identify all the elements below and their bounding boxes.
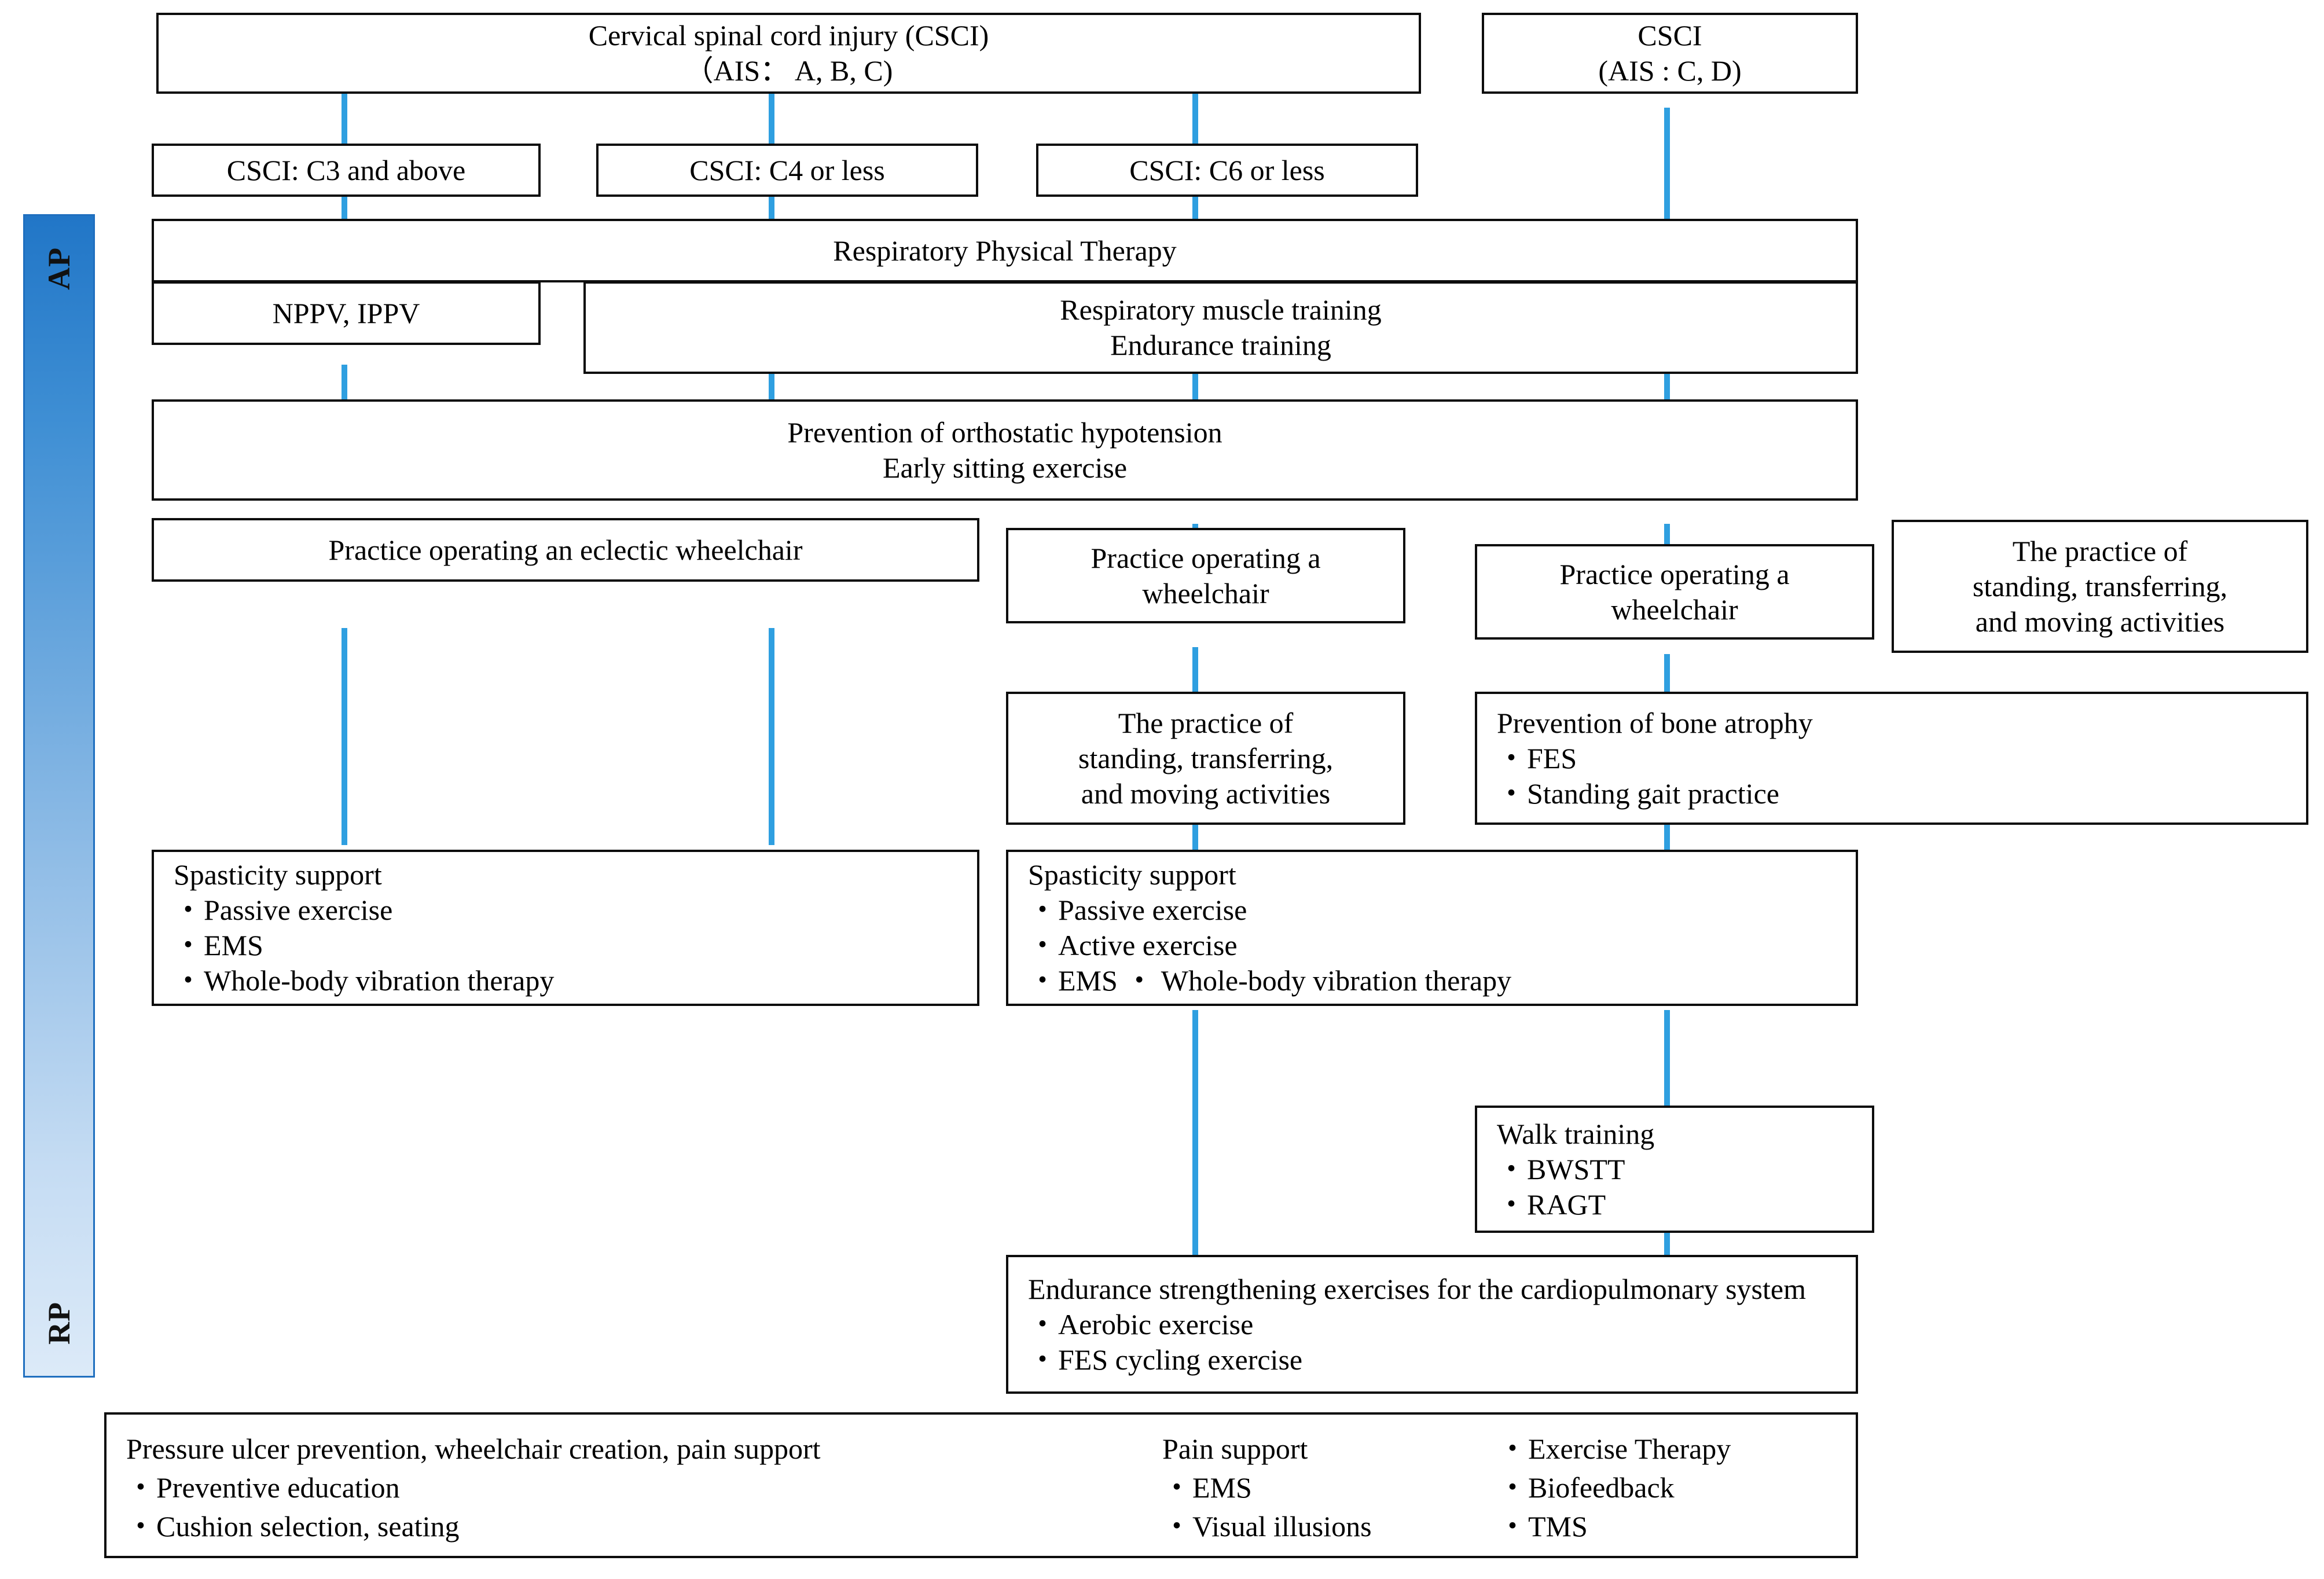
node-wc-mid-line2: wheelchair	[1142, 576, 1269, 609]
node-resp-muscle-line2: Endurance training	[1110, 329, 1331, 361]
node-wc-mid-line1: Practice operating a	[1091, 541, 1321, 574]
node-level-c4[interactable]: CSCI: C4 or less	[596, 144, 978, 197]
node-standing-far-right-line1: The practice of	[2012, 534, 2188, 567]
node-spasticity-support-right[interactable]: Spasticity support Passive exercise Acti…	[1006, 850, 1858, 1006]
connector-cd-to-resp	[1664, 108, 1670, 242]
node-walk-training[interactable]: Walk training BWSTT RAGT	[1475, 1106, 1874, 1233]
connector-c4-vertical	[769, 91, 774, 155]
node-resp-muscle-line1: Respiratory muscle training	[1060, 293, 1382, 326]
node-bone-atrophy-prevention[interactable]: Prevention of bone atrophy FES Standing …	[1475, 692, 2308, 825]
connector-cd-bone-to-spast	[1664, 819, 1670, 854]
phase-gradient-bar: AP RP	[23, 214, 95, 1378]
node-standing-transfer-far-right[interactable]: The practice of standing, transferring, …	[1892, 520, 2308, 653]
connector-c6-to-resp	[1192, 184, 1198, 242]
node-endurance-item-0: Aerobic exercise	[1028, 1307, 1253, 1342]
node-respiratory-muscle-training[interactable]: Respiratory muscle training Endurance tr…	[583, 281, 1858, 374]
bottom-col1-item-0: Preventive education	[126, 1468, 1162, 1507]
bottom-col3-item-2: TMS	[1498, 1507, 1845, 1546]
node-standing-mid-line3: and moving activities	[1081, 777, 1331, 810]
node-level-c6-label: CSCI: C6 or less	[1129, 153, 1325, 186]
bottom-col-pain-support: Pain support EMS Visual illusions	[1162, 1430, 1498, 1546]
connector-standing-to-spasticity	[1192, 819, 1198, 854]
connector-nppv-down	[342, 365, 347, 423]
phase-label-recovery: RP	[42, 1302, 76, 1345]
bottom-col2-item-0: EMS	[1162, 1468, 1498, 1507]
node-bone-atrophy-title: Prevention of bone atrophy	[1497, 706, 1813, 739]
bottom-col1-title: Pressure ulcer prevention, wheelchair cr…	[126, 1433, 821, 1465]
node-respiratory-physical-therapy[interactable]: Respiratory Physical Therapy	[152, 219, 1858, 282]
connector-cd-walk-to-endurance	[1664, 1224, 1670, 1262]
connector-cd-spast-to-walk	[1664, 1010, 1670, 1114]
node-bottom-support-panel[interactable]: Pressure ulcer prevention, wheelchair cr…	[104, 1412, 1858, 1558]
node-spasticity-right-title: Spasticity support	[1028, 858, 1236, 891]
node-level-c3-label: CSCI: C3 and above	[226, 153, 466, 186]
node-csci-cd-line2: (AIS : C, D)	[1598, 54, 1742, 87]
node-spasticity-support-left[interactable]: Spasticity support Passive exercise EMS …	[152, 850, 979, 1006]
node-electric-wc-label: Practice operating an eclectic wheelchai…	[328, 533, 803, 566]
node-resp-pt-label: Respiratory Physical Therapy	[833, 234, 1177, 267]
node-wheelchair-practice-mid[interactable]: Practice operating a wheelchair	[1006, 528, 1405, 623]
connector-c4-to-resp	[769, 184, 774, 242]
node-csci-cd-line1: CSCI	[1638, 19, 1702, 52]
node-standing-mid-line1: The practice of	[1118, 706, 1294, 739]
node-wheelchair-practice-right[interactable]: Practice operating a wheelchair	[1475, 544, 1874, 640]
node-bone-atrophy-item-1: Standing gait practice	[1497, 776, 1779, 811]
connector-spasticity-to-endurance	[1192, 1010, 1198, 1262]
node-orthostatic-hypotension[interactable]: Prevention of orthostatic hypotension Ea…	[152, 399, 1858, 501]
node-walk-training-title: Walk training	[1497, 1117, 1655, 1150]
node-spasticity-left-title: Spasticity support	[174, 858, 382, 891]
connector-respmuscle-down-c	[1192, 365, 1198, 423]
node-endurance-cardiopulmonary[interactable]: Endurance strengthening exercises for th…	[1006, 1255, 1858, 1394]
bottom-col3-item-0: Exercise Therapy	[1498, 1430, 1845, 1468]
bottom-col2-item-1: Visual illusions	[1162, 1507, 1498, 1546]
connector-cd-wc-to-bone	[1664, 654, 1670, 712]
bottom-col3-item-1: Biofeedback	[1498, 1468, 1845, 1507]
node-bone-atrophy-item-0: FES	[1497, 741, 1577, 776]
bottom-col-pressure-ulcer: Pressure ulcer prevention, wheelchair cr…	[126, 1430, 1162, 1546]
node-csci-cd[interactable]: CSCI (AIS : C, D)	[1482, 13, 1858, 94]
node-walk-training-item-1: RAGT	[1497, 1187, 1606, 1222]
connector-wcmid-to-standing	[1192, 647, 1198, 705]
node-wc-right-line2: wheelchair	[1611, 593, 1738, 626]
node-standing-far-right-line2: standing, transferring,	[1972, 570, 2228, 603]
connector-c6-vertical	[1192, 91, 1198, 155]
connector-respmuscle-down-b	[769, 365, 774, 423]
node-endurance-title: Endurance strengthening exercises for th…	[1028, 1272, 1806, 1305]
node-csci-abc[interactable]: Cervical spinal cord injury (CSCI) （AIS：…	[156, 13, 1421, 94]
bottom-col2-title: Pain support	[1162, 1433, 1308, 1465]
node-csci-abc-line2: （AIS： A, B, C)	[684, 54, 893, 87]
node-nppv-ippv[interactable]: NPPV, IPPV	[152, 281, 541, 345]
node-spasticity-left-item-2: Whole-body vibration therapy	[174, 963, 554, 998]
node-electric-wheelchair-practice[interactable]: Practice operating an eclectic wheelchai…	[152, 518, 979, 582]
node-standing-far-right-line3: and moving activities	[1975, 605, 2225, 638]
node-endurance-item-1: FES cycling exercise	[1028, 1342, 1302, 1378]
node-wc-right-line1: Practice operating a	[1559, 557, 1790, 590]
node-csci-abc-line1: Cervical spinal cord injury (CSCI)	[588, 19, 989, 52]
node-spasticity-right-item-2: EMS ・ Whole-body vibration therapy	[1028, 963, 1511, 998]
node-spasticity-left-item-0: Passive exercise	[174, 893, 392, 928]
node-spasticity-left-item-1: EMS	[174, 928, 263, 963]
node-level-c4-label: CSCI: C4 or less	[689, 153, 885, 186]
phase-label-acute: AP	[42, 247, 76, 290]
node-level-c3[interactable]: CSCI: C3 and above	[152, 144, 541, 197]
node-standing-transfer-mid[interactable]: The practice of standing, transferring, …	[1006, 692, 1405, 825]
bottom-col1-item-1: Cushion selection, seating	[126, 1507, 1162, 1546]
node-nppv-label: NPPV, IPPV	[272, 296, 420, 329]
node-spasticity-right-item-0: Passive exercise	[1028, 893, 1247, 928]
connector-electricwc-to-spasticity-b	[769, 628, 774, 845]
bottom-col-exercise-therapy: Exercise Therapy Biofeedback TMS	[1498, 1430, 1845, 1546]
connector-cd-resp-down	[1664, 365, 1670, 423]
node-standing-mid-line2: standing, transferring,	[1078, 741, 1334, 774]
node-walk-training-item-0: BWSTT	[1497, 1152, 1625, 1187]
connector-electricwc-to-spasticity	[342, 628, 347, 845]
connector-c3-to-resp	[342, 184, 347, 242]
connector-c3-vertical	[342, 91, 347, 155]
node-orthostatic-line2: Early sitting exercise	[882, 451, 1128, 484]
node-orthostatic-line1: Prevention of orthostatic hypotension	[787, 416, 1222, 449]
node-level-c6[interactable]: CSCI: C6 or less	[1036, 144, 1418, 197]
node-spasticity-right-item-1: Active exercise	[1028, 928, 1238, 963]
